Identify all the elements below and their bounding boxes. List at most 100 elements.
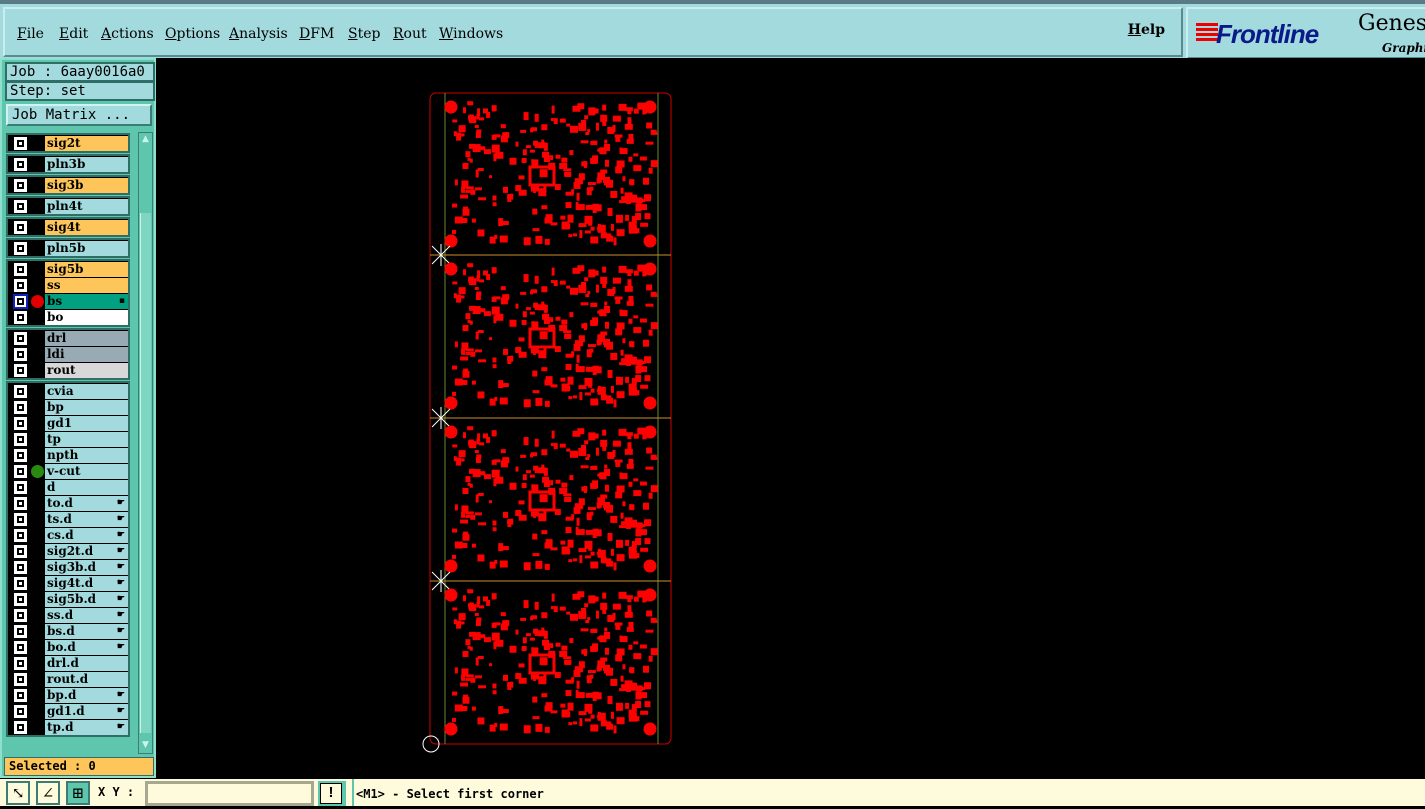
- layer-checkbox[interactable]: [14, 311, 27, 324]
- layer-checkbox[interactable]: [14, 433, 27, 446]
- layer-row-sig5b.d[interactable]: sig5b.d☛: [11, 592, 128, 607]
- layer-row-bs[interactable]: bs▪: [11, 294, 128, 309]
- layer-row-sig5b[interactable]: sig5b: [11, 262, 128, 277]
- layer-checkbox[interactable]: [14, 497, 27, 510]
- layer-label[interactable]: bp.d☛: [45, 688, 128, 703]
- layer-label[interactable]: sig4t.d☛: [45, 576, 128, 591]
- measure-button[interactable]: ∠: [36, 781, 60, 805]
- scroll-thumb[interactable]: [140, 213, 151, 733]
- layer-checkbox[interactable]: [14, 609, 27, 622]
- layer-label[interactable]: ldi: [45, 347, 128, 362]
- layer-checkbox[interactable]: [14, 577, 27, 590]
- layer-row-sig2t[interactable]: sig2t: [11, 136, 128, 151]
- layer-label[interactable]: sig4t: [45, 220, 128, 235]
- layer-label[interactable]: ts.d☛: [45, 512, 128, 527]
- zoom-area-button[interactable]: ⤡: [6, 781, 30, 805]
- layer-checkbox[interactable]: [14, 401, 27, 414]
- layer-checkbox[interactable]: [14, 721, 27, 734]
- layer-checkbox[interactable]: [14, 242, 27, 255]
- menu-analysis[interactable]: Analysis: [229, 26, 288, 42]
- menu-rout[interactable]: Rout: [393, 26, 427, 42]
- layer-checkbox[interactable]: [14, 561, 27, 574]
- layer-checkbox[interactable]: [14, 529, 27, 542]
- menu-step[interactable]: Step: [348, 26, 381, 42]
- layer-row-ts.d[interactable]: ts.d☛: [11, 512, 128, 527]
- layer-label[interactable]: bs▪: [45, 294, 128, 309]
- layer-row-ss[interactable]: ss: [11, 278, 128, 293]
- menu-file[interactable]: File: [17, 26, 44, 42]
- layer-row-ldi[interactable]: ldi: [11, 347, 128, 362]
- layer-label[interactable]: cs.d☛: [45, 528, 128, 543]
- job-matrix-button[interactable]: Job Matrix ...: [6, 104, 152, 126]
- layer-row-gd1.d[interactable]: gd1.d☛: [11, 704, 128, 719]
- alert-button[interactable]: !: [318, 781, 346, 806]
- layer-label[interactable]: ss.d☛: [45, 608, 128, 623]
- layer-label[interactable]: pln4t: [45, 199, 128, 214]
- layer-checkbox[interactable]: [14, 385, 27, 398]
- layer-label[interactable]: sig2t: [45, 136, 128, 151]
- menu-dfm[interactable]: DFM: [299, 26, 335, 42]
- menu-options[interactable]: Options: [165, 26, 221, 42]
- graphic-canvas[interactable]: [157, 58, 1425, 778]
- layer-checkbox[interactable]: [14, 417, 27, 430]
- layer-row-cvia[interactable]: cvia: [11, 384, 128, 399]
- layer-row-drl.d[interactable]: drl.d: [11, 656, 128, 671]
- layer-checkbox[interactable]: [14, 332, 27, 345]
- layer-label[interactable]: drl.d: [45, 656, 128, 671]
- scroll-down-icon[interactable]: ▼: [142, 740, 149, 750]
- layer-row-bp[interactable]: bp: [11, 400, 128, 415]
- layer-row-sig3b[interactable]: sig3b: [11, 178, 128, 193]
- layer-checkbox[interactable]: [14, 689, 27, 702]
- menu-help[interactable]: Help: [1127, 22, 1165, 38]
- layer-label[interactable]: sig3b: [45, 178, 128, 193]
- layer-checkbox[interactable]: [14, 673, 27, 686]
- layer-checkbox[interactable]: [14, 263, 27, 276]
- layer-checkbox[interactable]: [14, 545, 27, 558]
- layer-label[interactable]: bs.d☛: [45, 624, 128, 639]
- layer-row-tp[interactable]: tp: [11, 432, 128, 447]
- xy-input[interactable]: [145, 781, 314, 806]
- layer-label[interactable]: bo.d☛: [45, 640, 128, 655]
- layer-row-cs.d[interactable]: cs.d☛: [11, 528, 128, 543]
- layer-row-to.d[interactable]: to.d☛: [11, 496, 128, 511]
- layer-row-v-cut[interactable]: v-cut: [11, 464, 128, 479]
- layer-label[interactable]: bp: [45, 400, 128, 415]
- layer-checkbox[interactable]: [14, 364, 27, 377]
- layer-checkbox[interactable]: [14, 465, 27, 478]
- layer-row-sig4t[interactable]: sig4t: [11, 220, 128, 235]
- layer-checkbox[interactable]: [14, 657, 27, 670]
- layer-label[interactable]: to.d☛: [45, 496, 128, 511]
- layer-label[interactable]: v-cut: [45, 464, 128, 479]
- layer-row-sig2t.d[interactable]: sig2t.d☛: [11, 544, 128, 559]
- layer-checkbox[interactable]: [14, 137, 27, 150]
- layer-checkbox[interactable]: [14, 200, 27, 213]
- layer-row-bo[interactable]: bo: [11, 310, 128, 325]
- layer-row-rout[interactable]: rout: [11, 363, 128, 378]
- layer-label[interactable]: cvia: [45, 384, 128, 399]
- layer-label[interactable]: sig5b.d☛: [45, 592, 128, 607]
- layer-label[interactable]: npth: [45, 448, 128, 463]
- layer-checkbox[interactable]: [14, 625, 27, 638]
- layer-label[interactable]: pln3b: [45, 157, 128, 172]
- layer-checkbox[interactable]: [14, 279, 27, 292]
- menu-edit[interactable]: Edit: [59, 26, 89, 42]
- layer-checkbox[interactable]: [14, 513, 27, 526]
- layer-row-ss.d[interactable]: ss.d☛: [11, 608, 128, 623]
- layer-label[interactable]: pln5b: [45, 241, 128, 256]
- layer-checkbox[interactable]: [14, 348, 27, 361]
- layer-row-rout.d[interactable]: rout.d: [11, 672, 128, 687]
- layer-scrollbar[interactable]: ▲ ▼: [138, 132, 153, 754]
- layer-row-sig3b.d[interactable]: sig3b.d☛: [11, 560, 128, 575]
- layer-row-tp.d[interactable]: tp.d☛: [11, 720, 128, 735]
- layer-label[interactable]: rout.d: [45, 672, 128, 687]
- layer-row-sig4t.d[interactable]: sig4t.d☛: [11, 576, 128, 591]
- layer-label[interactable]: drl: [45, 331, 128, 346]
- layer-checkbox[interactable]: [14, 481, 27, 494]
- layer-label[interactable]: d: [45, 480, 128, 495]
- layer-row-bs.d[interactable]: bs.d☛: [11, 624, 128, 639]
- menu-actions[interactable]: Actions: [101, 26, 154, 42]
- layer-checkbox[interactable]: [14, 593, 27, 606]
- layer-label[interactable]: tp.d☛: [45, 720, 128, 735]
- layer-checkbox[interactable]: [14, 705, 27, 718]
- layer-row-pln5b[interactable]: pln5b: [11, 241, 128, 256]
